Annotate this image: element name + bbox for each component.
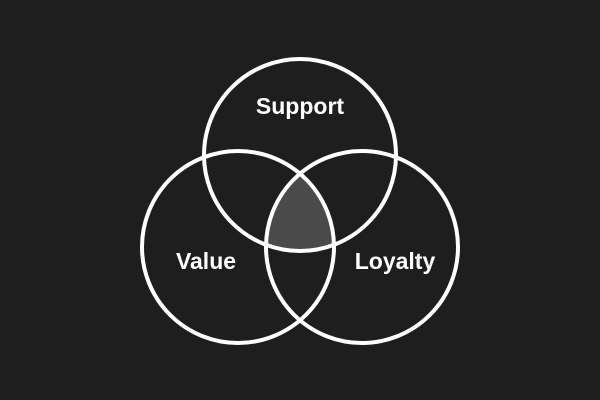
center-intersection-region	[266, 151, 334, 251]
loyalty-circle	[264, 149, 460, 345]
support-circle	[202, 57, 398, 253]
support-label: Support	[256, 93, 344, 119]
value-label: Value	[176, 248, 236, 274]
loyalty-label: Loyalty	[355, 248, 436, 274]
value-circle	[140, 149, 336, 345]
